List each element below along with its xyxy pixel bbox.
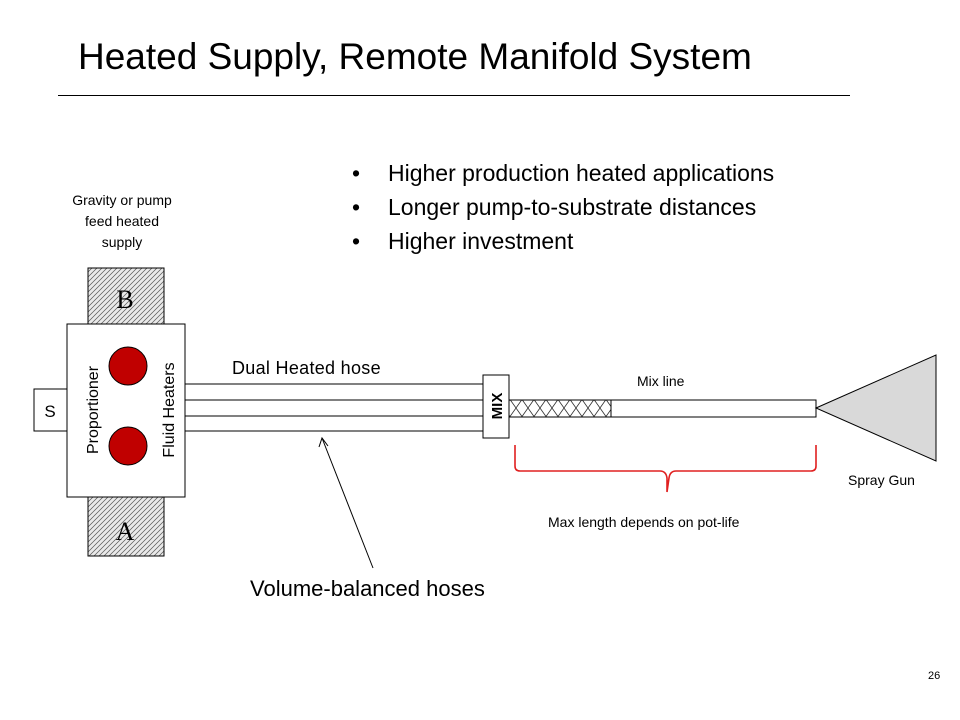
hose-pointer-arrow <box>321 437 374 569</box>
max-length-label: Max length depends on pot-life <box>548 514 740 530</box>
bullet-item: • Higher production heated applications <box>352 156 852 190</box>
arrow-head <box>318 436 329 448</box>
tank-b-label: B <box>116 285 133 314</box>
bullet-text: Higher investment <box>388 228 574 254</box>
spray-gun-label: Spray Gun <box>848 472 915 488</box>
supply-note-line: supply <box>101 234 143 250</box>
static-mixer <box>508 399 612 418</box>
mix-label: MIX <box>489 393 506 420</box>
bullet-text: Higher production heated applications <box>388 160 775 186</box>
tank-b <box>87 267 165 329</box>
mix-block <box>482 374 510 439</box>
page-number: 26 <box>928 670 941 682</box>
volume-balanced-label: Volume-balanced hoses <box>250 576 485 601</box>
tank-a <box>87 495 165 557</box>
page-title: Heated Supply, Remote Manifold System <box>78 36 752 77</box>
fluid-heaters-label: Fluid Heaters <box>161 362 178 457</box>
supply-note-line: Gravity or pump <box>72 192 172 208</box>
bullet-item: • Longer pump-to-substrate distances <box>352 190 852 224</box>
supply-note: Gravity or pump feed heated supply <box>52 190 192 253</box>
mix-line <box>610 399 817 418</box>
proportioner-label: Proportioner <box>85 365 102 454</box>
s-label: S <box>44 402 55 421</box>
dual-heated-hose-label: Dual Heated hose <box>232 358 381 378</box>
bullet-marker: • <box>352 228 361 254</box>
bullet-text: Longer pump-to-substrate distances <box>388 194 757 220</box>
bullet-item: • Higher investment <box>352 224 852 258</box>
supply-note-line: feed heated <box>85 213 159 229</box>
heater-circle-bottom <box>108 426 148 466</box>
max-length-brace <box>514 445 817 493</box>
title-divider <box>58 95 850 96</box>
bullet-marker: • <box>352 194 361 220</box>
bullet-list: • Higher production heated applications … <box>352 156 852 258</box>
tank-a-label: A <box>116 517 135 546</box>
dual-heated-hose <box>185 383 483 432</box>
heater-circle-top <box>108 346 148 386</box>
spray-gun-cone <box>814 354 937 462</box>
bullet-marker: • <box>352 160 361 186</box>
mix-line-label: Mix line <box>637 373 685 389</box>
